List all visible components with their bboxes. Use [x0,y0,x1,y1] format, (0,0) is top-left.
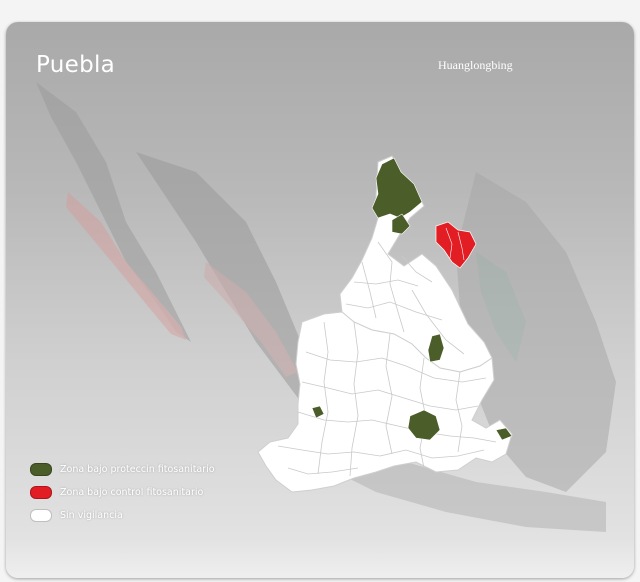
legend-label-protection: Zona bajo proteccin fitosanitario [60,464,215,475]
map-panel: Puebla Huanglongbing Zona bajo proteccin… [6,22,634,578]
mainland-west-highlight [204,262,298,377]
zone-protection-south [407,409,441,441]
legend-swatch-control [30,486,52,499]
zone-control-borders [445,227,465,261]
baja-peninsula [36,82,191,342]
legend-label-control: Zona bajo control fitosanitario [60,487,204,498]
map-legend: Zona bajo proteccin fitosanitario Zona b… [30,458,215,527]
puebla-map [36,82,616,532]
baja-highlight [66,192,186,340]
bottom-gradient [6,538,634,578]
mexico-background [36,82,616,532]
legend-item-control: Zona bajo control fitosanitario [30,481,215,504]
puebla-state [257,155,513,493]
map-subtitle: Huanglongbing [438,58,513,72]
zone-protection-center [427,333,445,363]
map-title: Puebla [36,52,116,78]
legend-swatch-protection [30,463,52,476]
legend-item-protection: Zona bajo proteccin fitosanitario [30,458,215,481]
zone-protection-north-2 [391,213,411,235]
zone-protection-west [311,405,325,419]
legend-label-none: Sin vigilancia [60,510,123,521]
legend-item-none: Sin vigilancia [30,504,215,527]
zone-protection-east [495,427,513,441]
gulf-coast [476,252,526,362]
mainland-west [136,152,346,432]
mainland-east [456,172,616,492]
legend-swatch-none [30,509,52,522]
zone-control [435,221,477,269]
